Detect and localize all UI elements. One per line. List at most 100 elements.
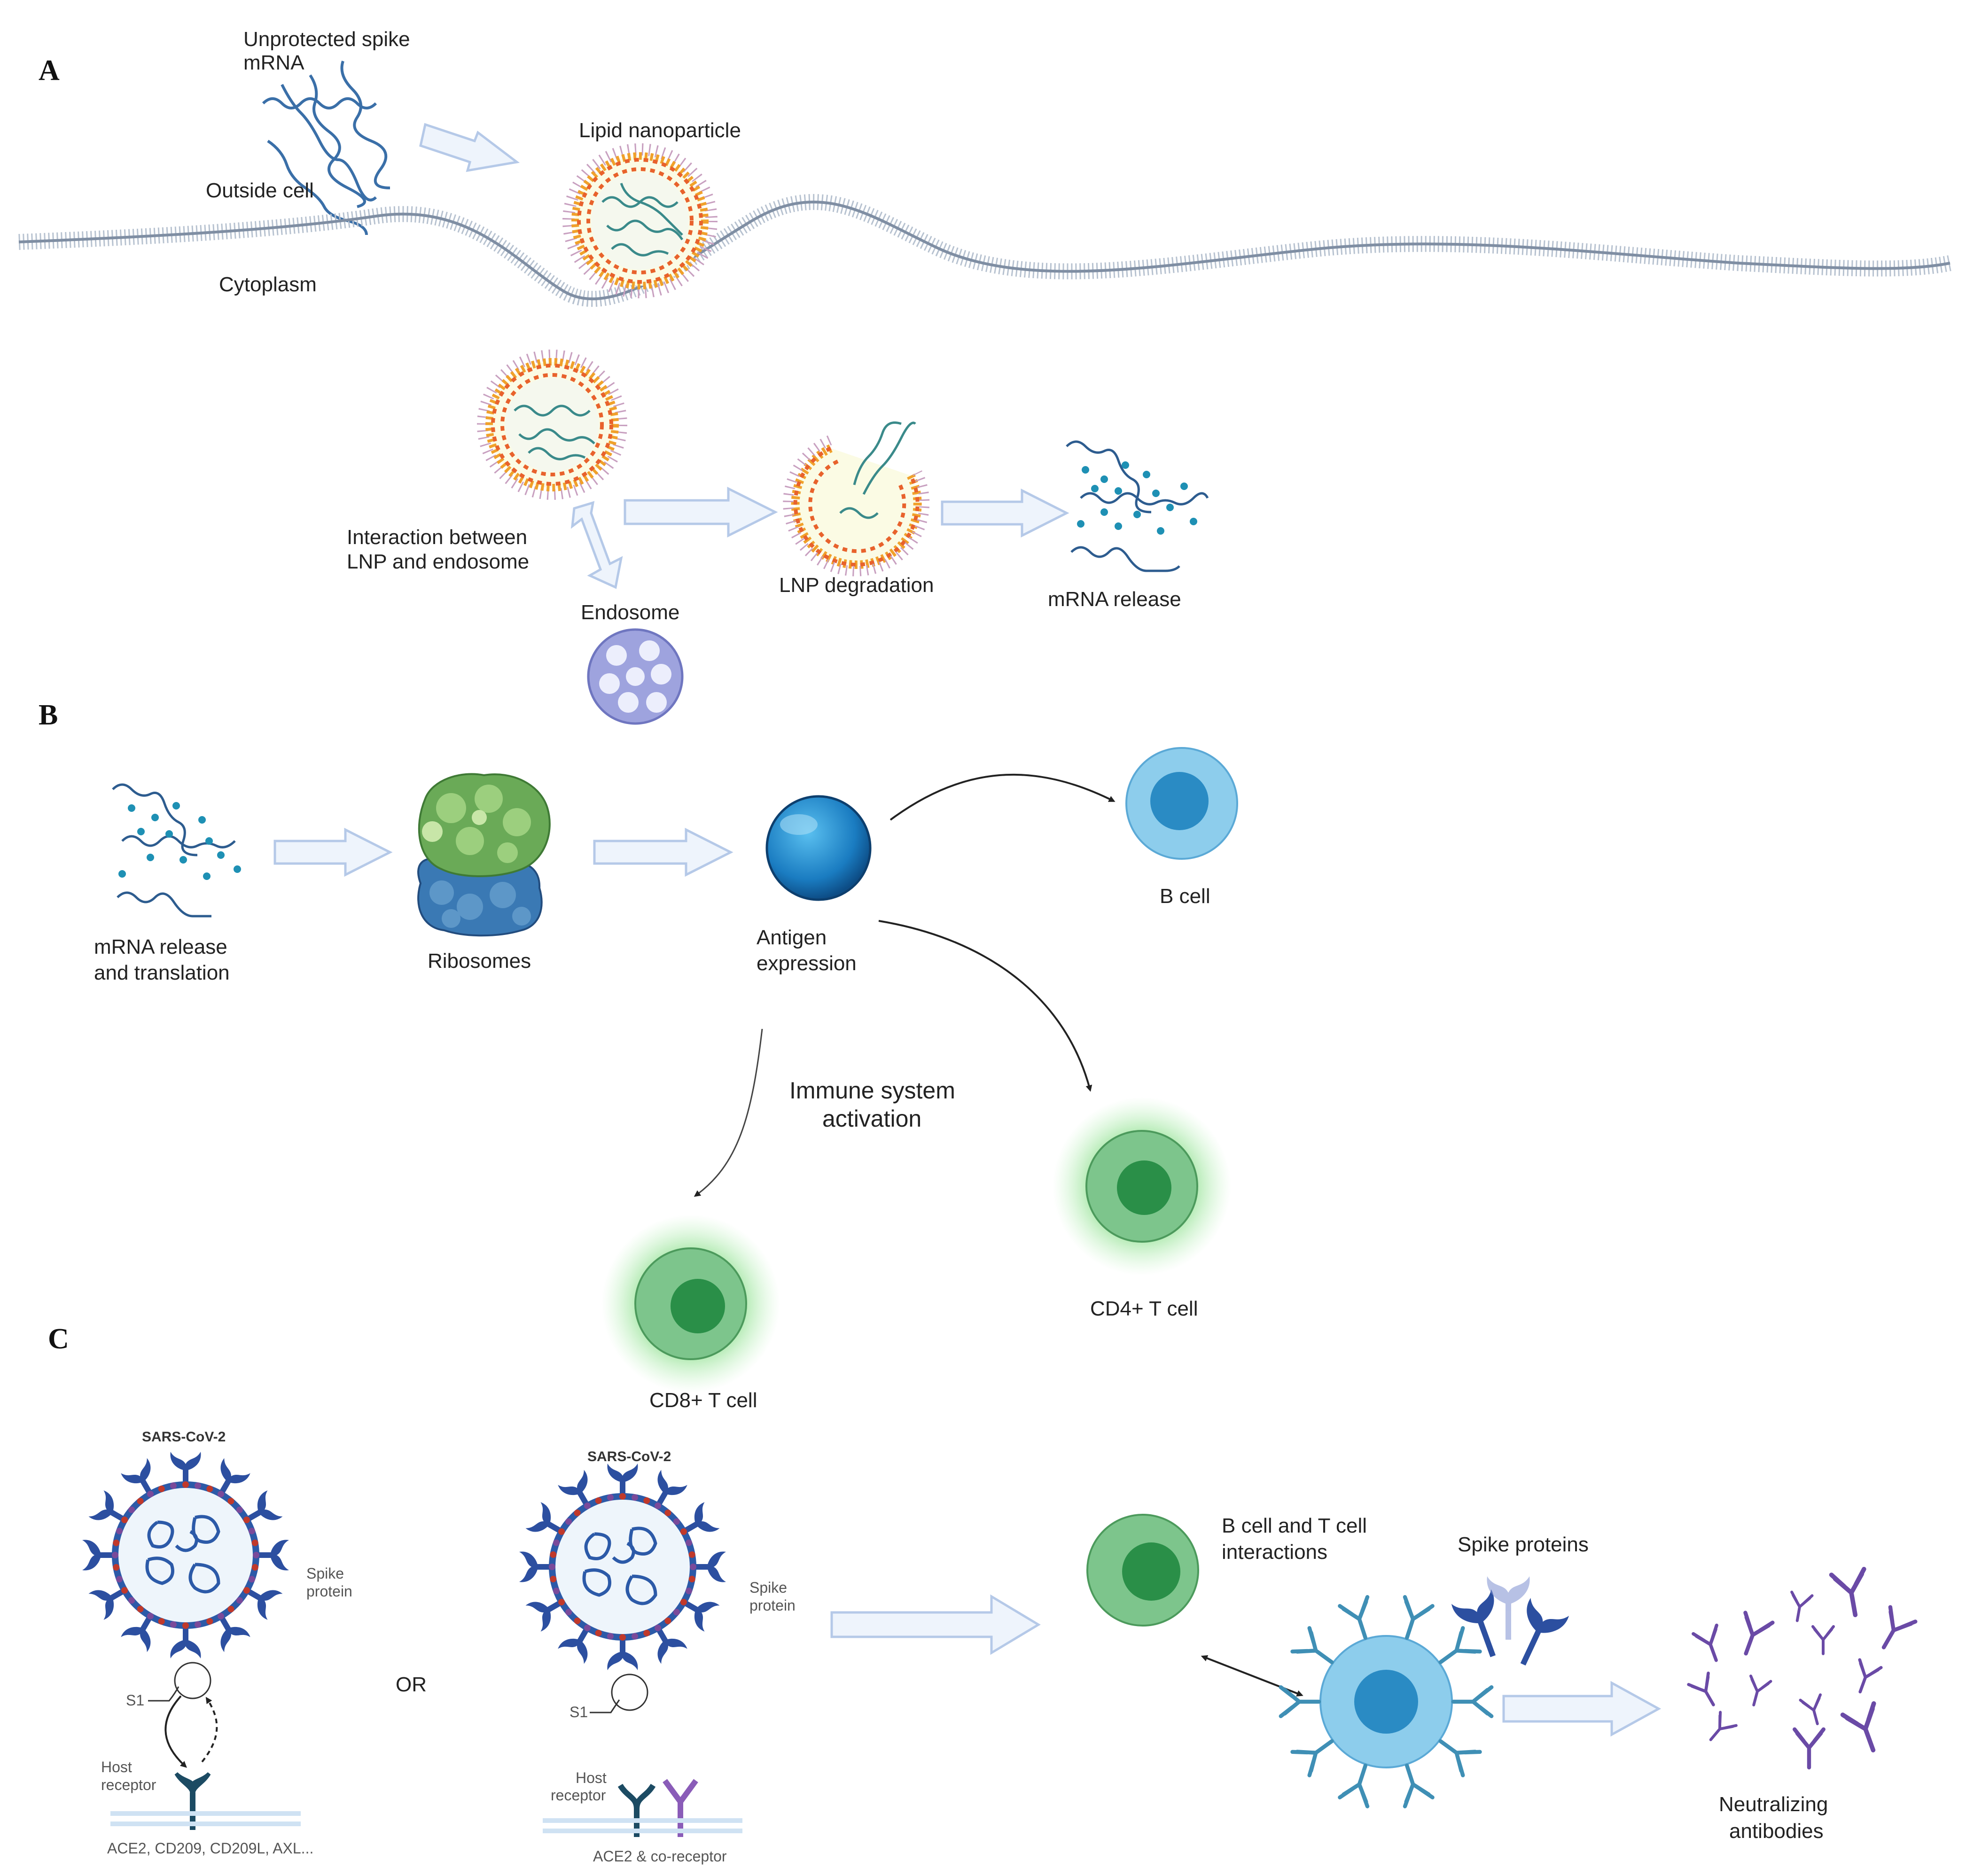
antibody: [1829, 1566, 1866, 1618]
virus-membrane-protein: [121, 1587, 128, 1594]
virus-membrane-protein: [549, 1564, 555, 1570]
virus-membrane-protein: [248, 1576, 255, 1583]
virus-membrane-protein: [619, 1634, 626, 1641]
virus-membrane-protein: [643, 1629, 650, 1636]
virus-membrane-protein: [243, 1517, 250, 1523]
virus-membrane-protein: [553, 1588, 560, 1595]
arrow-to-ribosomes: [273, 827, 393, 877]
virus-membrane-protein: [685, 1539, 692, 1546]
virus-membrane-protein: [690, 1564, 696, 1570]
virus-membrane-protein: [227, 1498, 234, 1505]
panel-a-letter: A: [39, 54, 60, 86]
virus-membrane-protein: [595, 1629, 602, 1636]
c-b-cell-with-receptors: [1279, 1595, 1494, 1808]
virus-membrane-protein: [112, 1552, 118, 1558]
virus-membrane-protein: [673, 1518, 680, 1525]
virus-membrane-protein: [147, 1612, 154, 1619]
virus-membrane-protein: [565, 1609, 572, 1616]
virus-left-receptors: ACE2, CD209, CD209L, AXL...: [107, 1840, 313, 1857]
receptor-stalk: [1361, 1764, 1367, 1774]
virus-left-s1-pointer: [148, 1686, 179, 1702]
receptor-stalk: [1405, 1629, 1411, 1640]
virus-right-s1-circle: [611, 1674, 648, 1711]
virus-membrane-protein: [664, 1617, 671, 1624]
antibody: [1692, 1623, 1718, 1662]
virus-membrane-protein: [158, 1486, 165, 1493]
virus-membrane-protein: [251, 1539, 258, 1546]
antibody: [1438, 1739, 1482, 1777]
virus-membrane-protein: [236, 1506, 243, 1513]
endosome-label: Endosome: [581, 601, 679, 624]
antibody: [1793, 1727, 1826, 1770]
outside-cell-label: Outside cell: [206, 179, 314, 202]
virus-membrane-protein: [182, 1622, 189, 1629]
arrow-mrna-to-lnp: [419, 123, 520, 172]
virus-membrane-protein: [655, 1502, 661, 1510]
virus-membrane-protein: [558, 1599, 565, 1605]
virus-membrane-protein: [121, 1517, 128, 1523]
virus-membrane-protein: [236, 1597, 243, 1604]
virus-left-binding-arrow: [164, 1695, 187, 1768]
lnp-degradation-label: LNP degradation: [779, 574, 934, 597]
virus-right-s1-pointer: [590, 1699, 620, 1713]
endosome: [587, 628, 684, 725]
virus-membrane-protein: [550, 1576, 557, 1583]
virus-membrane-protein: [607, 1494, 614, 1501]
virus-membrane-protein: [688, 1576, 695, 1583]
virus-left-host-receptor-2: receptor: [101, 1776, 156, 1793]
antibody: [1881, 1605, 1918, 1650]
receptor-stalk: [1405, 1764, 1411, 1774]
virus-right-title: SARS-CoV-2: [587, 1449, 671, 1464]
virus-right-spike-2: protein: [749, 1597, 796, 1614]
c-t-cell: [1086, 1514, 1199, 1627]
virus-membrane-protein: [195, 1482, 202, 1489]
virus-right-s1: S1: [570, 1704, 588, 1720]
virus-membrane-protein: [243, 1587, 250, 1594]
or-label: OR: [396, 1673, 427, 1696]
virus-right-membrane: [543, 1818, 742, 1833]
unprotected-mrna-strands: [262, 61, 390, 235]
immune-activation-label-2: activation: [822, 1105, 921, 1132]
antigen-highlight: [780, 814, 818, 835]
antibody: [1290, 1739, 1334, 1777]
antibody: [1687, 1671, 1715, 1706]
virus-membrane-protein: [565, 1518, 572, 1525]
ribosome: [417, 773, 551, 937]
virus-membrane-protein: [116, 1527, 123, 1534]
cd8-t-cell-label: CD8+ T cell: [649, 1389, 757, 1412]
sars-cov-2-virus-right: [519, 1463, 726, 1670]
antigen-sphere: [765, 795, 872, 901]
immune-activation-label-1: Immune system: [789, 1077, 955, 1104]
virus-membrane-protein: [253, 1552, 259, 1558]
virus-membrane-protein: [116, 1576, 123, 1583]
virus-membrane-protein: [158, 1618, 165, 1625]
arrow-virus-to-interaction: [830, 1594, 1041, 1655]
virus-membrane-protein: [113, 1564, 120, 1571]
virus-membrane-protein: [113, 1539, 120, 1546]
virus-membrane-protein: [137, 1498, 144, 1505]
virus-membrane-protein: [680, 1599, 687, 1605]
receptor-stalk: [1438, 1739, 1448, 1747]
free-spike-proteins: [1451, 1576, 1569, 1666]
sars-cov-2-virus-left: [82, 1452, 289, 1658]
receptor-stalk: [1361, 1629, 1367, 1640]
antigen-label-1: Antigen: [757, 926, 827, 949]
b-cell-label: B cell: [1160, 885, 1210, 908]
virus-left-title: SARS-CoV-2: [142, 1429, 226, 1445]
mrna-release-label: mRNA release: [1048, 588, 1181, 611]
virus-membrane-protein: [619, 1493, 626, 1500]
antibody: [1403, 1763, 1435, 1808]
virus-left-release-arrow: [201, 1697, 218, 1763]
virus-membrane-protein: [595, 1497, 602, 1504]
arrow-to-neutralizing: [1502, 1681, 1662, 1737]
unprotected-mrna-label-1: Unprotected spike: [243, 28, 410, 51]
unprotected-mrna-label-2: mRNA: [243, 51, 304, 74]
lipid-nanoparticle: [562, 143, 718, 298]
antigen-label-2: expression: [757, 952, 857, 975]
antibody: [1279, 1685, 1321, 1718]
arrow-lnp-endosome: [570, 501, 623, 589]
antibody: [1811, 1625, 1835, 1655]
virus-left-spike-1: Spike: [306, 1565, 344, 1582]
virus-membrane-protein: [227, 1605, 234, 1612]
virus-membrane-protein: [128, 1506, 135, 1513]
